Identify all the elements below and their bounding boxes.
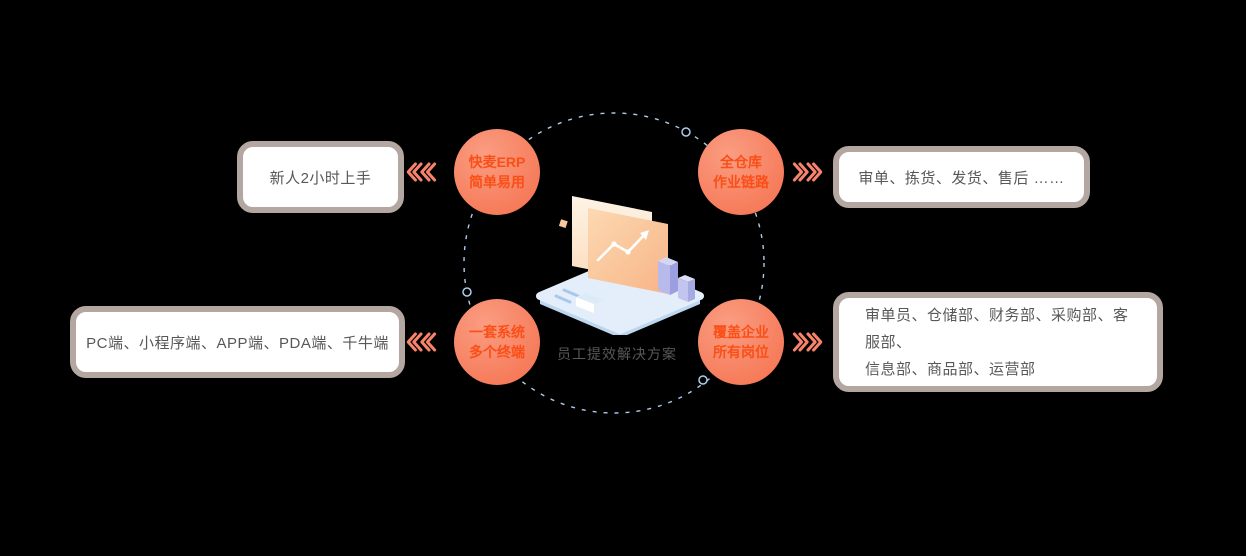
double-chevron-right-icon bbox=[792, 162, 823, 182]
double-chevron-left-icon bbox=[406, 332, 437, 352]
benefit-text-line2: 信息部、商品部、运营部 bbox=[865, 360, 1036, 378]
feature-bubble-multi-terminal: 一套系统 多个终端 bbox=[454, 299, 540, 385]
double-chevron-right-icon bbox=[792, 332, 823, 352]
center-label: 员工提效解决方案 bbox=[557, 346, 677, 362]
center-illustration bbox=[520, 170, 720, 338]
bubble-line1: 一套系统 bbox=[469, 324, 525, 340]
orbit-node-icon bbox=[698, 375, 708, 385]
orbit-node-icon bbox=[681, 127, 691, 137]
bubble-line2: 简单易用 bbox=[469, 174, 525, 190]
benefit-text: 审单、拣货、发货、售后 …… bbox=[858, 169, 1065, 187]
double-chevron-left-icon bbox=[406, 162, 437, 182]
benefit-box-bottom-left: PC端、小程序端、APP端、PDA端、千牛端 bbox=[70, 306, 405, 378]
benefit-box-top-left: 新人2小时上手 bbox=[237, 141, 404, 213]
bubble-line1: 全仓库 bbox=[720, 154, 762, 170]
bubble-line1: 覆盖企业 bbox=[713, 324, 769, 340]
erp-dashboard-illustration-icon bbox=[536, 196, 704, 338]
bubble-line2: 作业链路 bbox=[713, 174, 769, 190]
benefit-text-line1: 审单员、仓储部、财务部、采购部、客服部、 bbox=[865, 306, 1129, 351]
bubble-line2: 所有岗位 bbox=[713, 344, 769, 360]
orbit-node-icon bbox=[462, 287, 472, 297]
benefit-text: 新人2小时上手 bbox=[269, 169, 372, 187]
benefit-box-bottom-right: 审单员、仓储部、财务部、采购部、客服部、 信息部、商品部、运营部 bbox=[833, 292, 1163, 392]
bubble-line2: 多个终端 bbox=[469, 344, 525, 360]
benefit-text: PC端、小程序端、APP端、PDA端、千牛端 bbox=[86, 334, 389, 352]
bubble-line1: 快麦ERP bbox=[468, 154, 526, 170]
feature-bubble-warehouse-chain: 全仓库 作业链路 bbox=[698, 129, 784, 215]
benefit-box-top-right: 审单、拣货、发货、售后 …… bbox=[833, 146, 1090, 208]
feature-bubble-all-positions: 覆盖企业 所有岗位 bbox=[698, 299, 784, 385]
feature-bubble-erp-easy: 快麦ERP 简单易用 bbox=[454, 129, 540, 215]
